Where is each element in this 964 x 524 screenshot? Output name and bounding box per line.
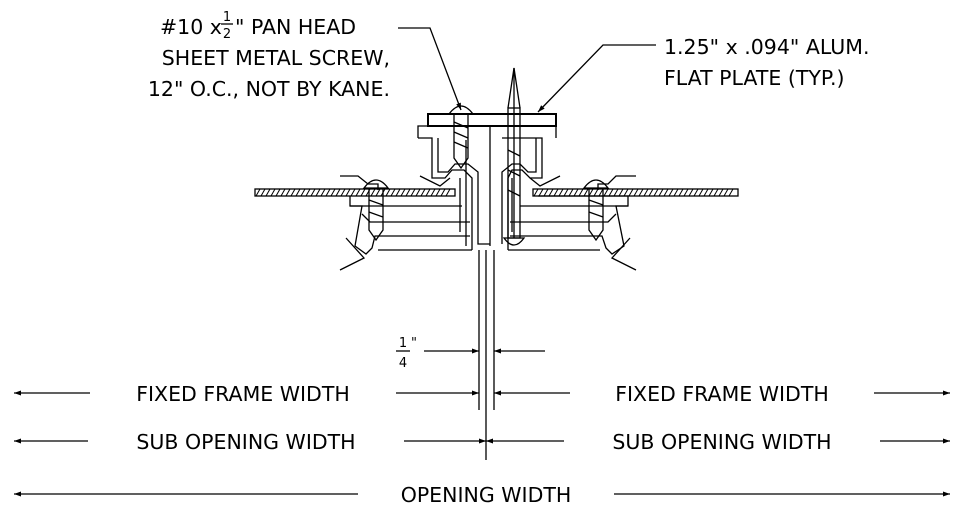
center-fastener — [502, 67, 526, 246]
gap-inch-mark: " — [411, 336, 417, 351]
fixed-frame-width-left-label: FIXED FRAME WIDTH — [136, 382, 350, 406]
screw-callout: #10 x 1 2 " PAN HEAD SHEET METAL SCREW, … — [148, 10, 462, 111]
sub-opening-width-right-label: SUB OPENING WIDTH — [612, 430, 831, 454]
screw-leader-line — [398, 27, 462, 111]
plate-leader-line — [537, 44, 656, 113]
sub-opening-width-left-label: SUB OPENING WIDTH — [136, 430, 355, 454]
fixed-frame-width-right-label: FIXED FRAME WIDTH — [615, 382, 829, 406]
gap-fraction-denominator: 4 — [399, 356, 407, 371]
right-frame-profile — [498, 125, 637, 271]
screw-callout-line1-prefix: #10 x — [160, 15, 222, 39]
left-frame-profile — [339, 125, 498, 271]
right-panel-sheet — [532, 188, 739, 197]
screw-fraction-denominator: 2 — [223, 27, 231, 42]
left-panel-sheet — [254, 188, 456, 197]
pan-head-screw — [447, 105, 475, 170]
opening-width-label: OPENING WIDTH — [401, 483, 572, 507]
sub-opening-width-right-dim: SUB OPENING WIDTH — [486, 430, 950, 454]
right-frame-screw — [582, 179, 610, 242]
plate-callout-line1: 1.25" x .094" ALUM. — [664, 35, 869, 59]
gap-fraction-numerator: 1 — [399, 336, 407, 351]
flat-plate — [427, 113, 557, 127]
screw-callout-line2: SHEET METAL SCREW, — [162, 46, 390, 70]
extension-lines — [478, 250, 495, 460]
left-frame-screw — [362, 179, 390, 242]
fixed-frame-width-left-dim: FIXED FRAME WIDTH — [14, 382, 479, 406]
plate-callout: 1.25" x .094" ALUM. FLAT PLATE (TYP.) — [537, 35, 869, 113]
sub-opening-width-left-dim: SUB OPENING WIDTH — [14, 430, 486, 454]
screw-callout-line1-suffix: " PAN HEAD — [235, 15, 356, 39]
gap-dimension: 1 4 " — [396, 336, 545, 371]
screw-fraction-numerator: 1 — [223, 10, 231, 25]
plate-callout-line2: FLAT PLATE (TYP.) — [664, 66, 845, 90]
opening-width-dim: OPENING WIDTH — [14, 483, 950, 507]
screw-callout-line3: 12" O.C., NOT BY KANE. — [148, 77, 390, 101]
fixed-frame-width-right-dim: FIXED FRAME WIDTH — [494, 382, 950, 406]
